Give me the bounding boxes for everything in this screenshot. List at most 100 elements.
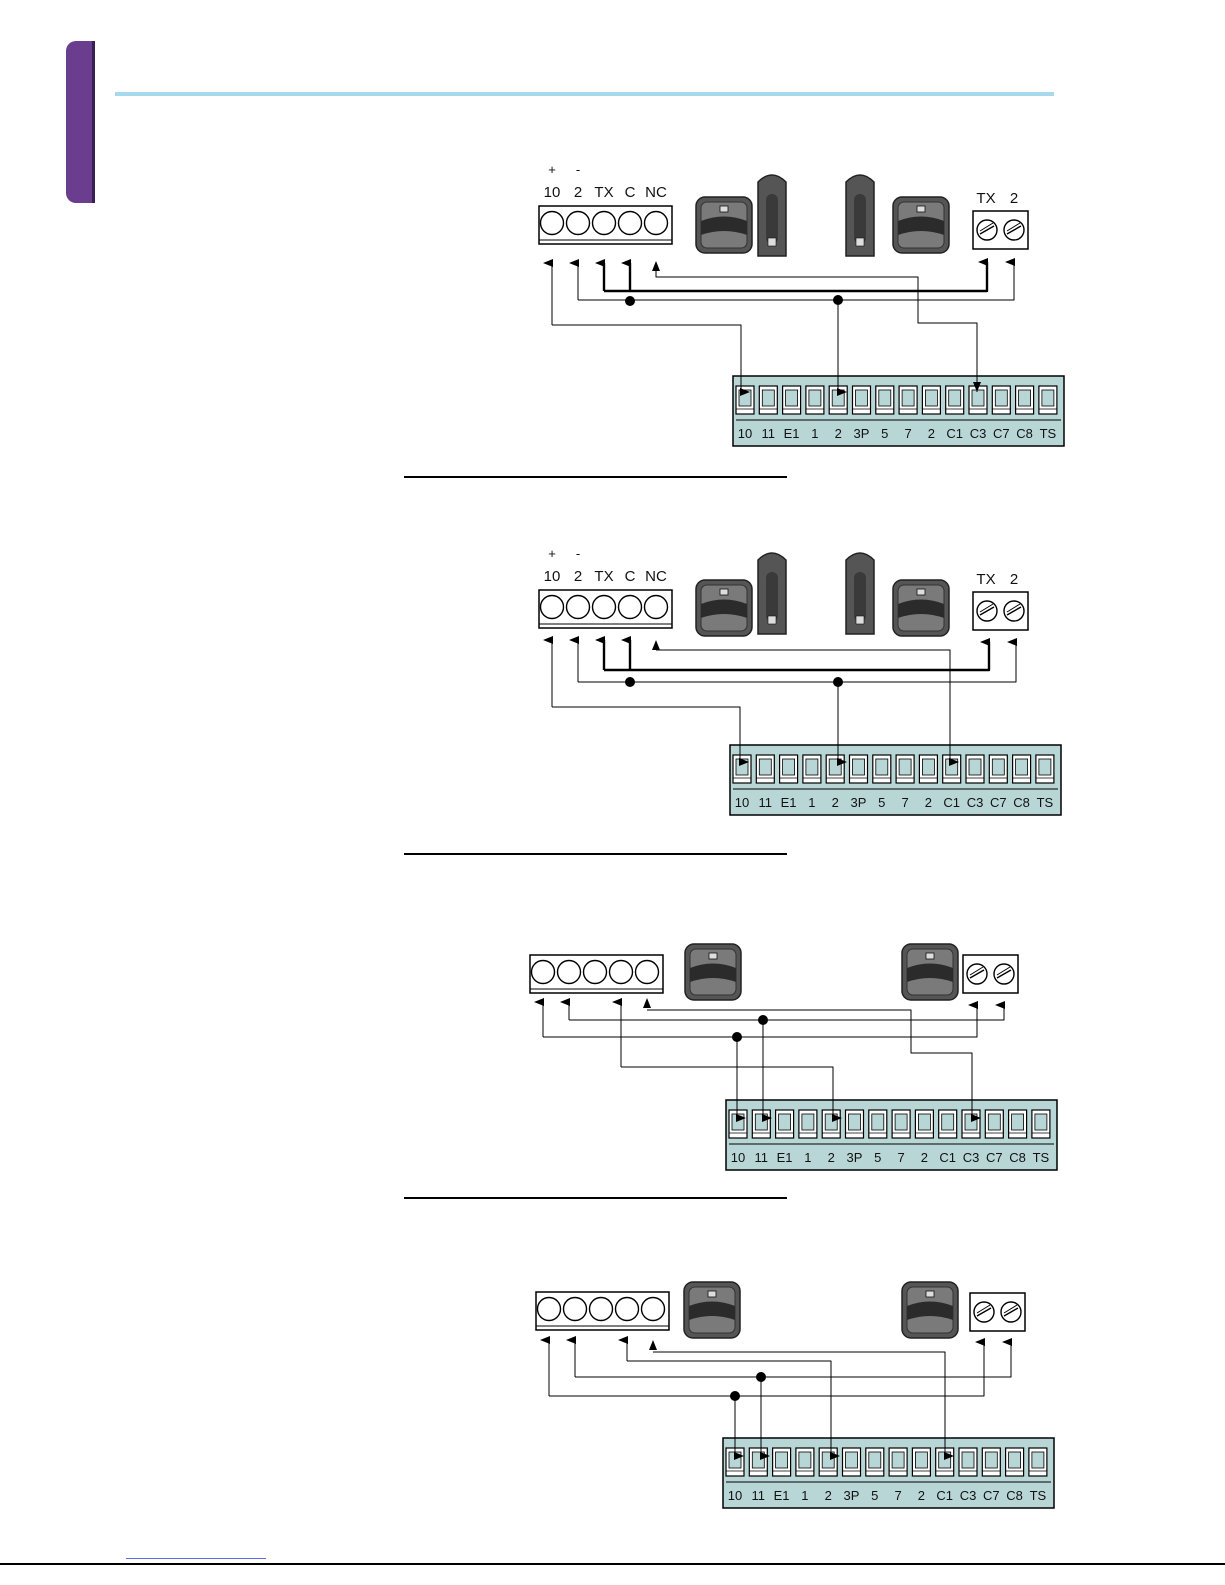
terminal-slot <box>799 1452 811 1468</box>
board-terminal-label: 3P <box>844 1488 860 1503</box>
board-terminal-label: 11 <box>755 1150 769 1165</box>
photocell-column-icon <box>758 553 786 634</box>
terminal-slot <box>942 1114 954 1130</box>
screw-terminal-icon <box>616 1298 639 1321</box>
board-terminal-label: C7 <box>983 1488 1000 1503</box>
terminal-slot <box>946 759 958 775</box>
board-terminal: TS <box>1039 386 1057 441</box>
board-terminal-label: E1 <box>774 1488 790 1503</box>
terminal-slot <box>1042 390 1054 406</box>
terminal-slot <box>922 759 934 775</box>
arrow-head <box>643 998 651 1008</box>
terminal-slot <box>759 759 771 775</box>
polarity-plus-label: + <box>548 162 556 177</box>
screw-terminal-icon <box>619 596 642 619</box>
board-terminal-label: C1 <box>946 426 963 441</box>
arrow-head <box>652 640 660 650</box>
terminal-slot <box>1035 1114 1047 1130</box>
screw-terminal-icon <box>538 1298 561 1321</box>
board-terminal: C8 <box>1009 1110 1027 1165</box>
wire-10-to-10 <box>552 707 740 762</box>
board-terminal-label: 11 <box>762 426 776 441</box>
terminal-slot <box>892 1452 904 1468</box>
terminal-slot <box>879 390 891 406</box>
board-terminal: C1 <box>943 755 961 810</box>
board-terminal-label: TS <box>1040 426 1057 441</box>
board-terminal: C3 <box>969 386 987 441</box>
board-terminal-label: 10 <box>731 1150 745 1165</box>
board-terminal-label: 2 <box>828 1150 835 1165</box>
terminal-slot <box>949 390 961 406</box>
board-terminal: 10 <box>733 755 751 810</box>
board-terminal: 3P <box>843 1448 861 1503</box>
board-terminal-label: 1 <box>801 1488 808 1503</box>
board-terminal: C8 <box>1016 386 1034 441</box>
photocell-device-icon <box>902 944 958 1000</box>
terminal-slot <box>806 759 818 775</box>
junction-dot <box>833 295 843 305</box>
board-terminal: E1 <box>780 755 798 810</box>
terminal-slot <box>779 1114 791 1130</box>
receiver-terminal-label: NC <box>645 184 667 201</box>
board-terminal-label: C7 <box>986 1150 1003 1165</box>
junction-dot <box>758 1015 768 1025</box>
board-terminal-label: 7 <box>894 1488 901 1503</box>
screw-terminal-icon <box>610 961 633 984</box>
screw-terminal-icon <box>636 961 659 984</box>
screw-terminal-icon <box>541 212 564 235</box>
board-terminal-label: TS <box>1030 1488 1047 1503</box>
terminal-slot <box>1009 1452 1021 1468</box>
receiver-terminal-label: 2 <box>574 568 582 585</box>
screw-terminal-icon <box>590 1298 613 1321</box>
board-terminal: TS <box>1036 755 1054 810</box>
board-terminal-label: 7 <box>901 795 908 810</box>
board-terminal-label: 2 <box>825 1488 832 1503</box>
terminal-slot <box>992 759 1004 775</box>
board-terminal: C7 <box>992 386 1010 441</box>
screw-terminal-icon <box>541 596 564 619</box>
terminal-slot <box>988 1114 1000 1130</box>
screw-terminal-icon <box>567 212 590 235</box>
junction-dot <box>625 677 635 687</box>
terminal-slot <box>872 1114 884 1130</box>
screw-terminal-icon <box>619 212 642 235</box>
wire-nc-to-c3 <box>656 270 977 392</box>
terminal-slot <box>899 759 911 775</box>
junction-dot <box>732 1032 742 1042</box>
terminal-slot <box>1039 759 1051 775</box>
polarity-plus-label: + <box>548 546 556 561</box>
terminal-slot <box>732 1114 744 1130</box>
terminal-slot <box>972 390 984 406</box>
terminal-slot <box>755 1114 767 1130</box>
terminal-slot <box>1019 390 1031 406</box>
board-terminal: C3 <box>959 1448 977 1503</box>
board-terminal: C3 <box>962 1110 980 1165</box>
terminal-slot <box>752 1452 764 1468</box>
board-terminal-label: 2 <box>835 426 842 441</box>
board-terminal: 11 <box>759 386 777 441</box>
board-terminal-label: 10 <box>728 1488 742 1503</box>
terminal-slot <box>832 390 844 406</box>
photocell-device-icon <box>696 197 752 253</box>
terminal-slot <box>736 759 748 775</box>
photocell-device-icon <box>902 1282 958 1338</box>
photocell-device-icon <box>684 1282 740 1338</box>
board-terminal-label: C8 <box>1016 426 1033 441</box>
transmitter-terminal-label: TX <box>976 571 995 588</box>
terminal-slot <box>849 1114 861 1130</box>
terminal-slot <box>902 390 914 406</box>
board-terminal-label: 1 <box>808 795 815 810</box>
screw-terminal-icon <box>584 961 607 984</box>
board-terminal-label: 7 <box>897 1150 904 1165</box>
photocell-device-icon <box>696 580 752 636</box>
board-terminal-label: 5 <box>881 426 888 441</box>
terminal-slot <box>783 759 795 775</box>
terminal-slot <box>1016 759 1028 775</box>
terminal-slot <box>918 1114 930 1130</box>
screw-terminal-icon <box>532 961 555 984</box>
board-terminal: C8 <box>1013 755 1031 810</box>
board-terminal-label: 2 <box>928 426 935 441</box>
